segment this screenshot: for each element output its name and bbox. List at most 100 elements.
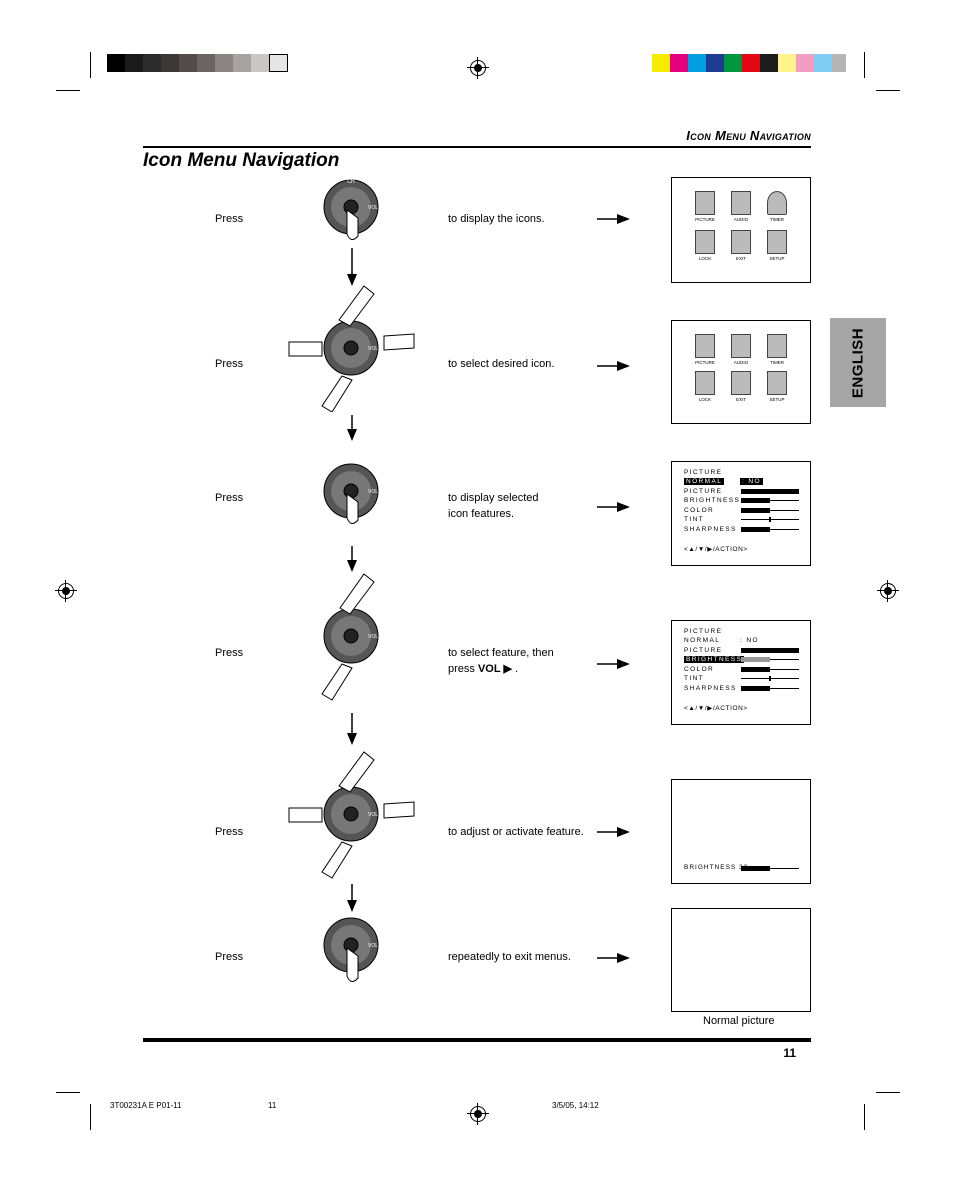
audio-icon: AUDIO [730, 191, 752, 222]
menu-row: SHARPNESS [684, 685, 737, 692]
step-press-label: Press [215, 826, 244, 838]
crop-mark [56, 90, 80, 91]
right-arrow-icon [597, 214, 630, 224]
color-swatch [814, 54, 832, 72]
svg-text:VOL: VOL [368, 346, 378, 352]
gray-swatch [215, 54, 233, 72]
gray-swatch [125, 54, 143, 72]
gray-swatch [233, 54, 251, 72]
exit-icon: EXIT [730, 371, 752, 402]
remote-action-button-icon: VOL [323, 463, 379, 524]
color-swatch [688, 54, 706, 72]
remote-directional-hands-icon: VOL [288, 751, 415, 879]
lock-icon: LOCK [694, 371, 716, 402]
audio-icon: AUDIO [730, 334, 752, 365]
step-description: to adjust or activate feature. [448, 826, 584, 838]
step-press-label: Press [215, 951, 244, 963]
crop-mark [876, 90, 900, 91]
color-swatch [778, 54, 796, 72]
color-swatch [742, 54, 760, 72]
vol-right-key: VOL ▶ [477, 663, 512, 675]
step-description: to select feature, then press VOL ▶ . [448, 645, 598, 677]
step-press-label: Press [215, 358, 244, 370]
step-description-line: to select feature, then [448, 647, 554, 659]
down-arrow-icon [347, 713, 357, 745]
right-arrow-icon [597, 827, 630, 837]
language-tab: ENGLISH [830, 318, 886, 407]
svg-text:VOL: VOL [368, 489, 378, 495]
picture-icon: PICTURE [694, 191, 716, 222]
exit-icon: EXIT [730, 230, 752, 261]
crop-mark [90, 1104, 91, 1130]
menu-row: COLOR [684, 507, 715, 514]
page-number: 11 [783, 1046, 796, 1060]
svg-text:VOL: VOL [368, 943, 378, 949]
language-tab-label: ENGLISH [849, 327, 867, 398]
section-header: Icon Menu Navigation [686, 128, 811, 143]
color-swatch [706, 54, 724, 72]
nav-hint: <▲/▼/▶/ACTION> [684, 546, 748, 553]
gray-swatch [143, 54, 161, 72]
footer-timestamp: 3/5/05, 14:12 [552, 1101, 599, 1110]
tv-screen-adjust: BRIGHTNESS 32 [671, 779, 811, 884]
nav-hint: <▲/▼/▶/ACTION> [684, 705, 748, 712]
setup-icon: SETUP [766, 371, 788, 402]
ch-label: CH [347, 179, 355, 185]
footer-page: 11 [268, 1101, 277, 1110]
step-description: to display selected icon features. [448, 490, 598, 522]
gray-swatch [161, 54, 179, 72]
remote-action-button-icon: CH VOL [323, 179, 379, 240]
remote-up-down-hands-icon: VOL [321, 573, 379, 701]
gray-swatch [197, 54, 215, 72]
menu-row-normal: NORMAL [684, 478, 725, 485]
crop-mark [864, 52, 865, 78]
tv-screen-brightness-select: PICTURE NORMAL : NO PICTURE BRIGHTNESS C… [671, 620, 811, 725]
step-press-label: Press [215, 647, 244, 659]
vol-label: VOL [368, 205, 378, 211]
tv-screen-icons: PICTURE AUDIO TIMER LOCK EXIT SETUP [671, 177, 811, 283]
tv-screen-normal [671, 908, 811, 1012]
right-arrow-icon [597, 953, 630, 963]
menu-row-normal: NORMAL [684, 637, 721, 644]
color-swatch [832, 54, 846, 72]
color-swatch [796, 54, 814, 72]
step-press-label: Press [215, 213, 244, 225]
step-description-line: to display selected [448, 492, 539, 504]
gray-swatch [269, 54, 288, 72]
crop-mark [90, 52, 91, 78]
registration-mark-icon [877, 580, 899, 602]
menu-normal-value: : NO [740, 637, 759, 644]
svg-text:VOL: VOL [368, 812, 378, 818]
menu-title: PICTURE [684, 628, 723, 635]
menu-row: SHARPNESS [684, 526, 737, 533]
remote-action-button-icon: VOL [323, 917, 379, 982]
footer-file-id: 3T00231A E P01-11 [110, 1101, 182, 1110]
menu-normal-value: : NO [740, 478, 763, 485]
color-swatch [724, 54, 742, 72]
registration-mark-icon [55, 580, 77, 602]
gray-swatch [179, 54, 197, 72]
right-arrow-icon [597, 361, 630, 371]
color-swatch [670, 54, 688, 72]
header-rule [143, 146, 811, 148]
page-title: Icon Menu Navigation [143, 150, 340, 171]
menu-title: PICTURE [684, 469, 723, 476]
step-description: repeatedly to exit menus. [448, 951, 571, 963]
gray-swatch [107, 54, 125, 72]
crop-mark [864, 1104, 865, 1130]
crop-mark [876, 1092, 900, 1093]
down-arrow-icon [347, 248, 357, 286]
menu-row: TINT [684, 675, 705, 682]
lock-icon: LOCK [694, 230, 716, 261]
setup-icon: SETUP [766, 230, 788, 261]
tv-screen-picture-menu: PICTURE NORMAL : NO PICTURE BRIGHTNESS C… [671, 461, 811, 566]
footer-rule [143, 1038, 811, 1042]
menu-row-selected: BRIGHTNESS [684, 656, 745, 663]
adjust-label: BRIGHTNESS 32 [684, 864, 749, 871]
menu-row: COLOR [684, 666, 715, 673]
step-description-line: press VOL ▶ . [448, 663, 519, 675]
crop-mark [56, 1092, 80, 1093]
timer-icon: TIMER [766, 334, 788, 365]
normal-picture-caption: Normal picture [703, 1015, 775, 1027]
down-arrow-icon [347, 884, 357, 912]
